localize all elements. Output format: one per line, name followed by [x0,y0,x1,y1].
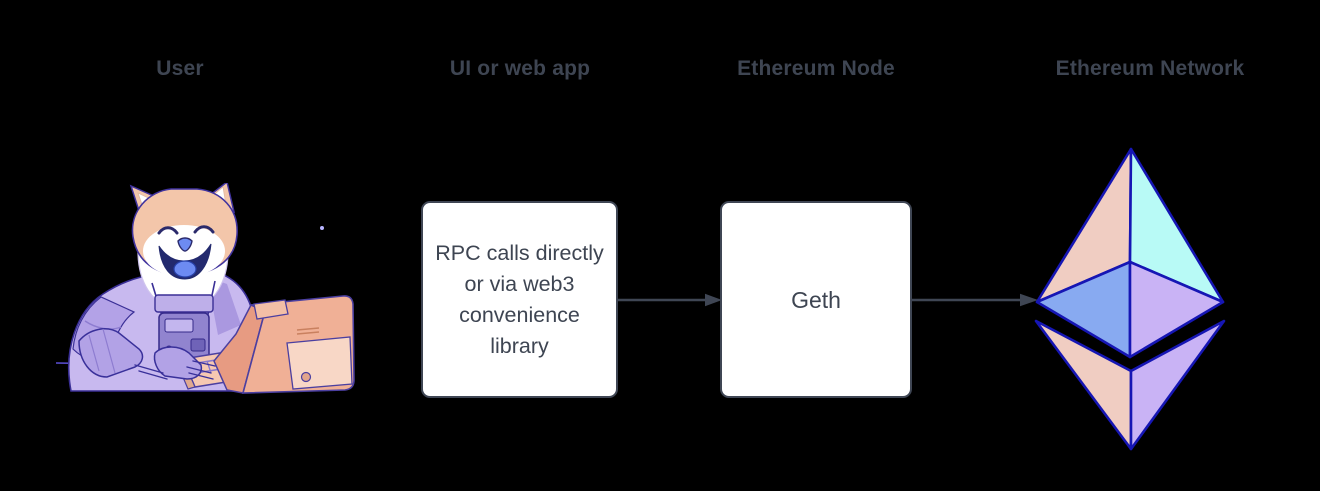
label-ethereum-node: Ethereum Node [737,57,895,80]
doge-eye-right [193,225,215,234]
box-rpc-line-2: or via web3 [464,271,575,296]
doge-astronaut-at-computer-icon [55,183,355,394]
doge-nose [177,237,193,252]
doge-eye-left [157,226,179,235]
arrow-node-to-network [912,293,1038,307]
box-rpc-line-3: convenience [459,302,580,327]
doge-robot-hands [78,328,216,380]
label-user: User [156,57,204,80]
eth-face-mid-right [1128,260,1225,359]
label-ui-or-web-app: UI or web app [449,57,591,80]
retro-computer-icon [213,295,355,394]
arrowhead-icon [705,293,722,307]
label-ethereum-network: Ethereum Network [1055,57,1245,80]
doge-head [129,183,238,280]
arrowhead-icon [1020,293,1038,307]
box-geth-label: Geth [791,286,841,313]
box-geth[interactable]: Geth [720,201,912,398]
ethereum-logo-icon [1034,147,1226,451]
box-rpc-line-4: library [490,333,549,358]
ethereum-logo-faces [1034,147,1226,451]
box-rpc-line-1: RPC calls directly [435,240,604,265]
sparkle-dot [320,226,324,230]
doge-tongue [173,260,197,278]
arrow-ui-to-node [618,293,722,307]
eth-face-lower-right [1129,319,1226,451]
box-rpc-calls[interactable]: RPC calls directly or via web3 convenien… [421,201,618,398]
